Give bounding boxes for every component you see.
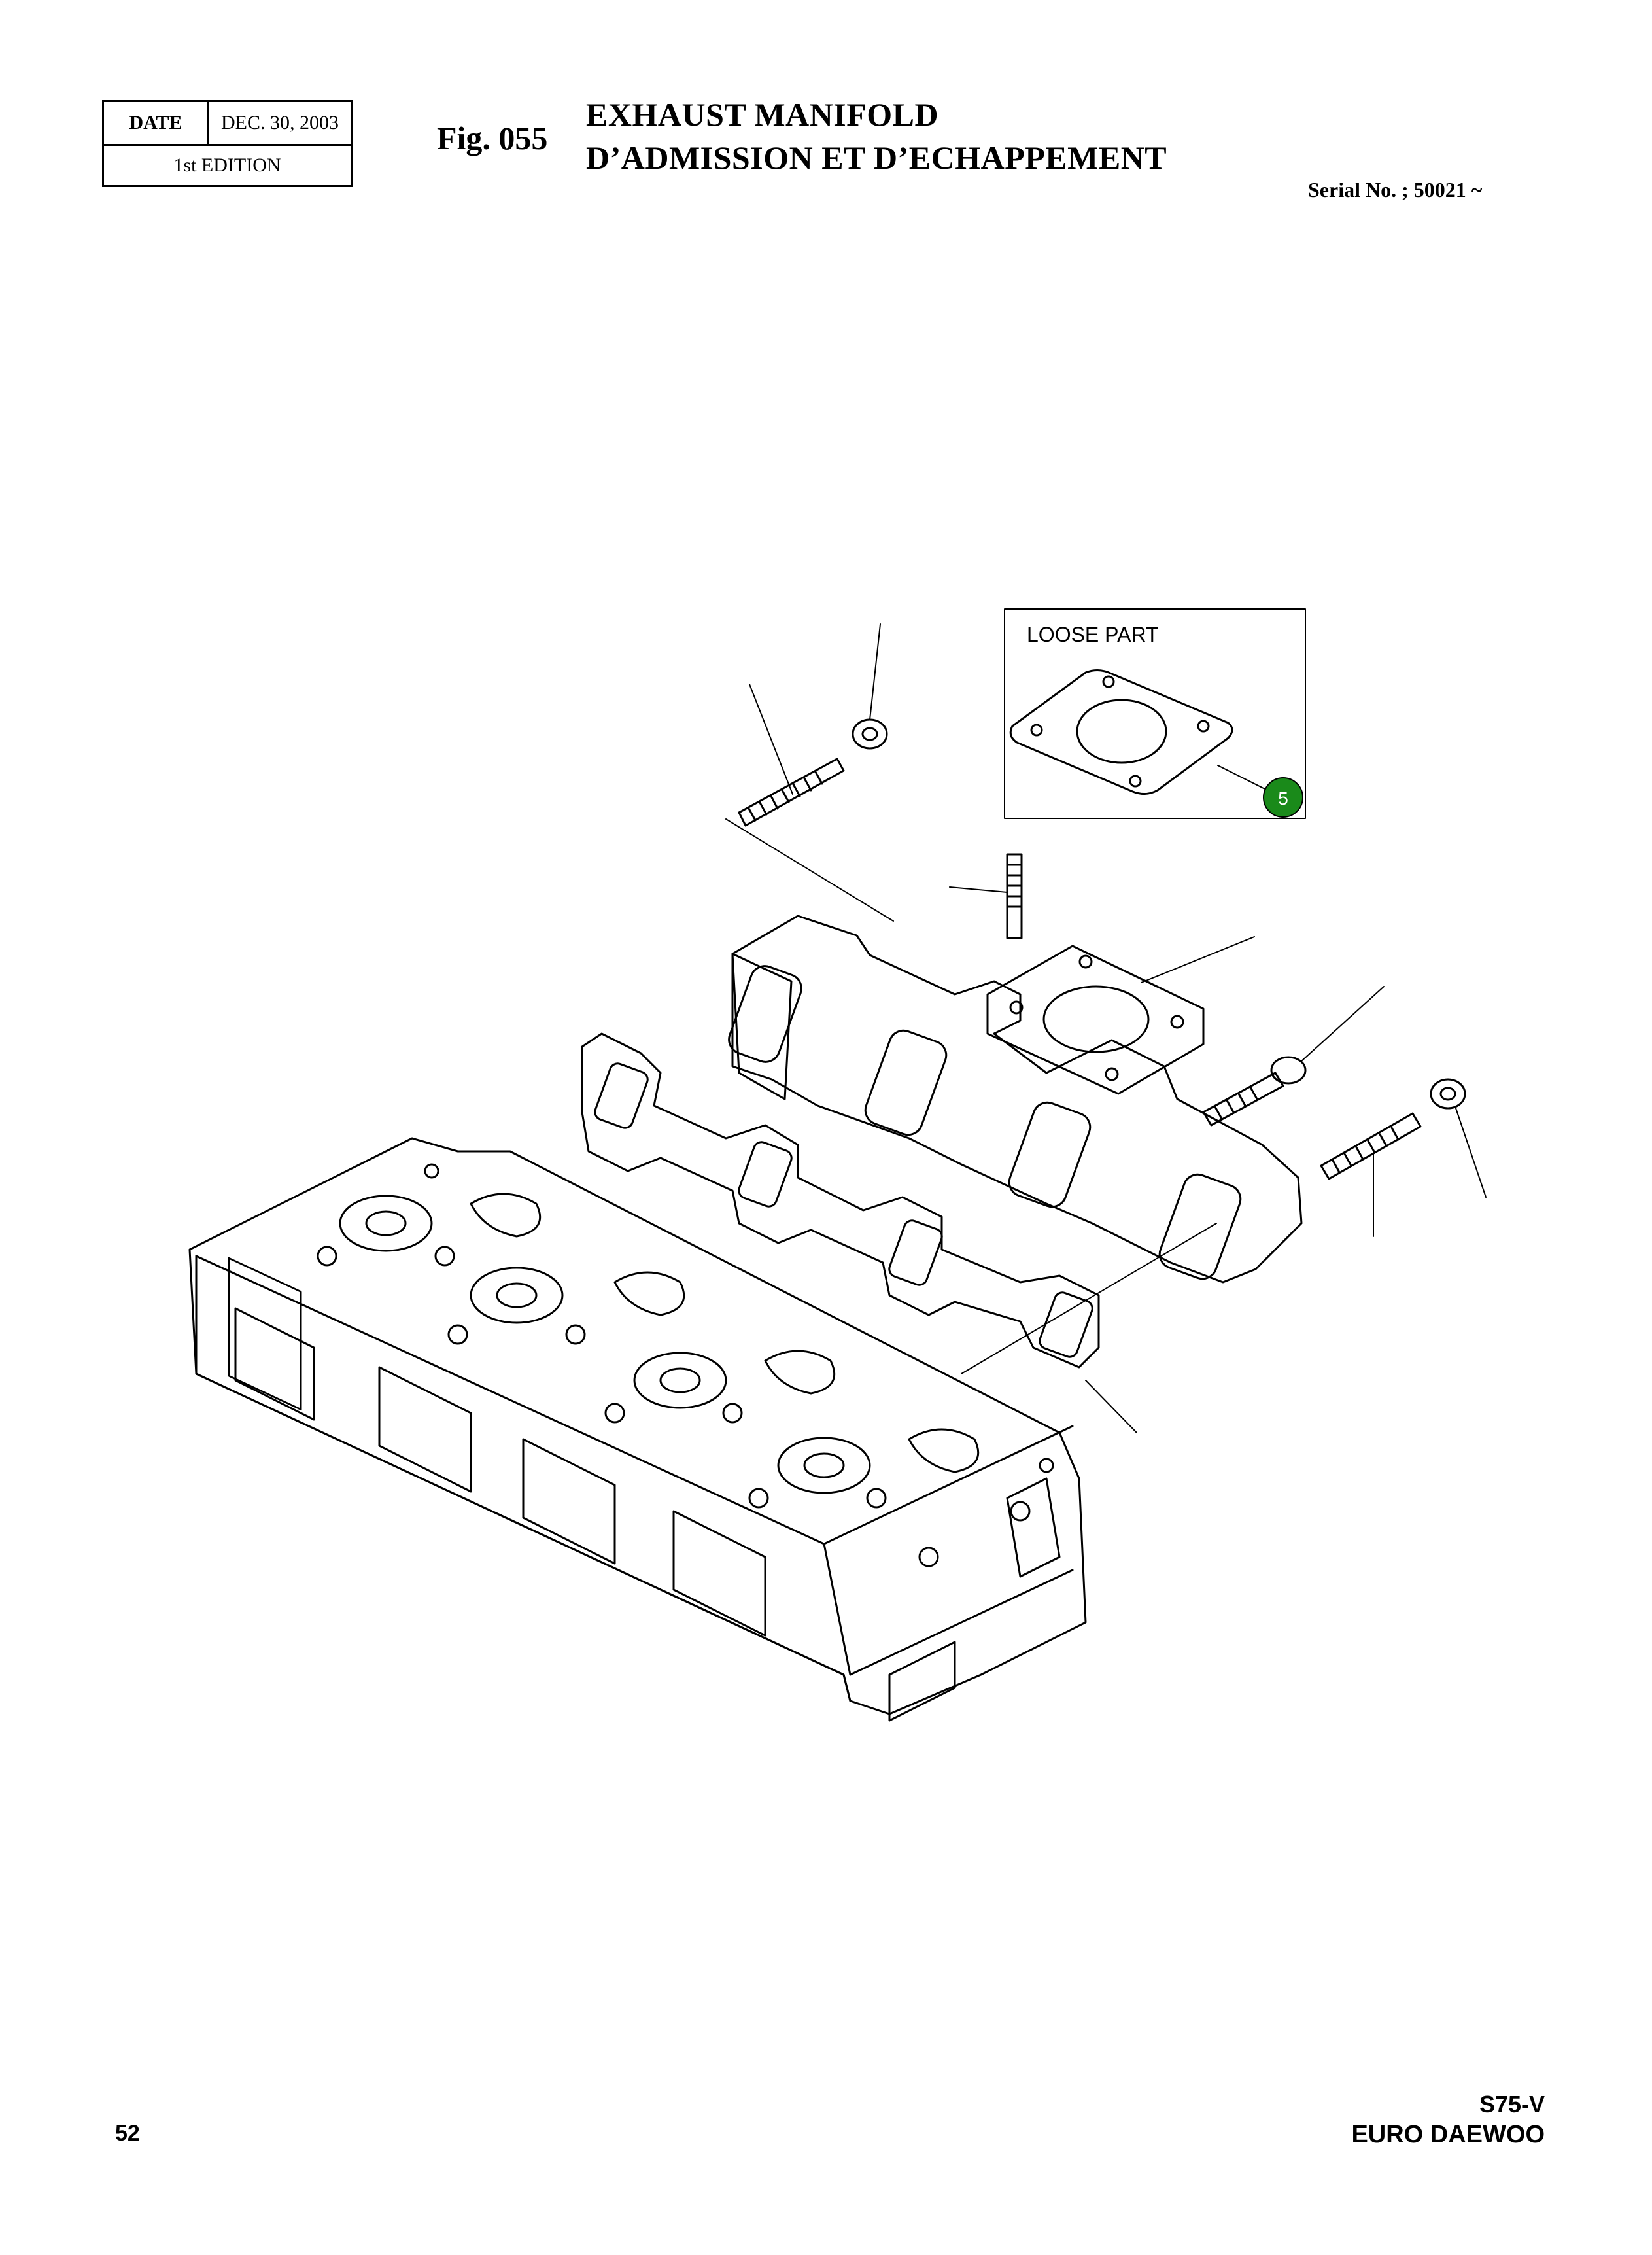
loose-part-label: LOOSE PART <box>1027 623 1159 646</box>
date-value: DEC. 30, 2003 <box>221 112 339 133</box>
manifold-gasket <box>581 1032 1217 1433</box>
gasket-loose-part <box>1009 669 1233 795</box>
flange-nut-right <box>1430 1078 1487 1198</box>
loose-part-inset: LOOSE PART 5 <box>1004 608 1306 819</box>
date-label: DATE <box>104 102 209 144</box>
bolt-manifold-right <box>1202 986 1385 1127</box>
stud-manifold-right <box>1320 1112 1422 1237</box>
callout-marker-5 <box>1263 777 1303 818</box>
figure-number: Fig. 055 <box>437 120 548 156</box>
brand-name: EURO DAEWOO <box>1351 2121 1545 2148</box>
page-title-english: EXHAUST MANIFOLD <box>586 96 939 133</box>
loose-part-frame <box>1004 608 1306 819</box>
stud-vertical <box>949 853 1023 939</box>
model-code: S75-V <box>1479 2091 1545 2118</box>
edition-label: 1st EDITION <box>173 154 281 176</box>
callout-number-5: 5 <box>1278 788 1288 809</box>
exhaust-manifold <box>728 915 1303 1284</box>
serial-number: Serial No. ; 50021 ~ <box>1308 178 1483 201</box>
flange-nut-upper <box>852 623 888 750</box>
stud-bolt-upper <box>738 684 845 827</box>
date-row: DATE DEC. 30, 2003 <box>104 102 351 146</box>
page-number: 52 <box>115 2121 140 2146</box>
page-title-french: D’ADMISSION ET D’ECHAPPEMENT <box>586 139 1167 176</box>
date-edition-box: DATE DEC. 30, 2003 1st EDITION <box>102 100 353 187</box>
cylinder-head <box>188 1137 1087 1722</box>
